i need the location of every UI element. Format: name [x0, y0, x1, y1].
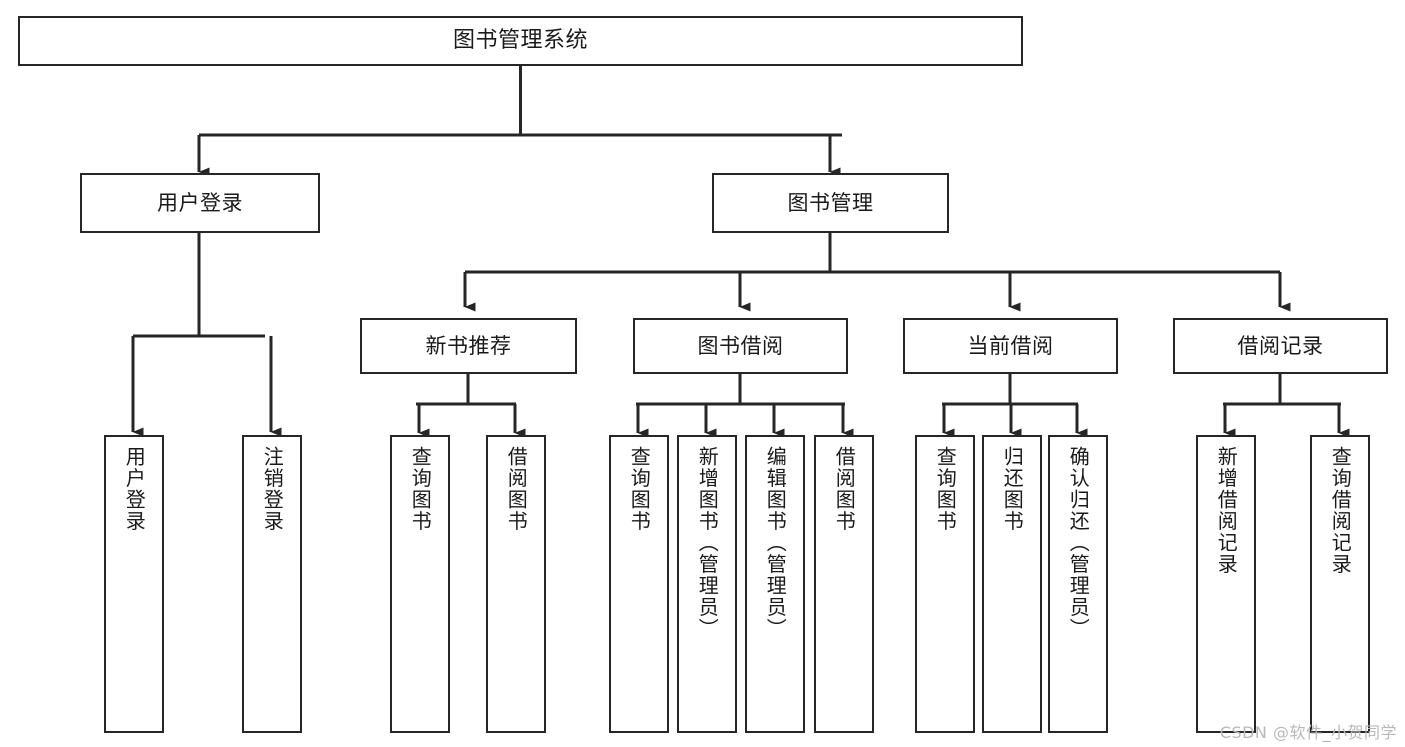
node-label: 借阅图书 [504, 446, 529, 532]
node-label: 编辑图书（管理员） [763, 446, 788, 640]
node-label: 注销登录 [260, 446, 285, 532]
leaf-book-borrow-query-book[interactable]: 查询图书 [609, 435, 669, 733]
node-current-borrow[interactable]: 当前借阅 [903, 318, 1118, 374]
leaf-book-borrow-borrow-book[interactable]: 借阅图书 [814, 435, 874, 733]
leaf-borrow-record-add-record[interactable]: 新增借阅记录 [1196, 435, 1256, 733]
node-label: 查询图书 [933, 446, 958, 532]
node-new-book-recommend[interactable]: 新书推荐 [360, 318, 577, 374]
node-label: 用户登录 [157, 190, 243, 215]
node-label: 借阅图书 [832, 446, 857, 532]
leaf-user-login-signin[interactable]: 用户登录 [104, 435, 164, 733]
csdn-watermark: CSDN @软件_小贺同学 [1219, 723, 1397, 742]
node-book-management[interactable]: 图书管理 [712, 173, 949, 233]
node-label: 图书借阅 [697, 333, 784, 358]
leaf-current-borrow-query-book[interactable]: 查询图书 [915, 435, 975, 733]
leaf-current-borrow-return-book[interactable]: 归还图书 [982, 435, 1042, 733]
node-label: 新增借阅记录 [1214, 446, 1239, 575]
node-borrow-record[interactable]: 借阅记录 [1173, 318, 1388, 374]
node-label: 借阅记录 [1237, 333, 1324, 358]
node-label: 用户登录 [122, 446, 147, 532]
node-book-borrow[interactable]: 图书借阅 [633, 318, 848, 374]
leaf-book-borrow-edit-book[interactable]: 编辑图书（管理员） [745, 435, 805, 733]
leaf-new-book-query-book[interactable]: 查询图书 [390, 435, 450, 733]
node-user-login[interactable]: 用户登录 [80, 173, 320, 233]
leaf-book-borrow-add-book[interactable]: 新增图书（管理员） [677, 435, 737, 733]
node-label: 图书管理 [787, 190, 874, 215]
node-label: 图书管理系统 [452, 28, 588, 54]
leaf-borrow-record-query-record[interactable]: 查询借阅记录 [1310, 435, 1370, 733]
leaf-user-login-logout[interactable]: 注销登录 [242, 435, 302, 733]
leaf-new-book-borrow-book[interactable]: 借阅图书 [486, 435, 546, 733]
node-label: 查询图书 [627, 446, 652, 532]
node-label: 新增图书（管理员） [695, 446, 720, 640]
node-label: 归还图书 [1000, 446, 1025, 532]
node-label: 当前借阅 [967, 333, 1054, 358]
node-label: 查询图书 [408, 446, 433, 532]
node-root-system[interactable]: 图书管理系统 [18, 16, 1023, 66]
leaf-current-borrow-confirm-return[interactable]: 确认归还（管理员） [1048, 435, 1108, 733]
node-label: 查询借阅记录 [1328, 446, 1353, 575]
node-label: 新书推荐 [425, 333, 512, 358]
node-label: 确认归还（管理员） [1066, 446, 1091, 640]
